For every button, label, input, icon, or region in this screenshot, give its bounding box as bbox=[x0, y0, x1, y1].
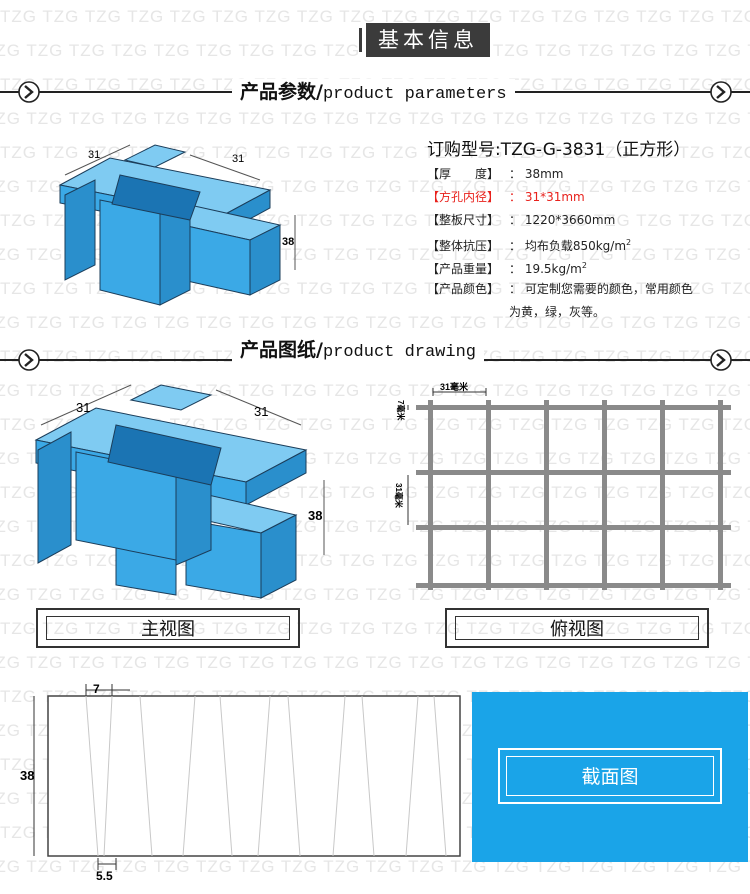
caption-top-view-text: 俯视图 bbox=[455, 616, 699, 640]
param-value: ： 1220*3660mm bbox=[509, 213, 616, 227]
caption-front-view: 主视图 bbox=[36, 608, 300, 648]
param-label: 【厚 度】 bbox=[427, 167, 500, 181]
grating-top-view-grid: 31毫米 7毫米 31毫米 bbox=[394, 381, 731, 590]
caption-top-view: 俯视图 bbox=[445, 608, 709, 648]
chevron-right-icon bbox=[18, 349, 40, 371]
section-divider-parameters bbox=[0, 81, 750, 103]
caption-front-view-text: 主视图 bbox=[46, 616, 290, 640]
param-value: ： 可定制您需要的颜色，常用颜色 bbox=[509, 282, 693, 296]
dim-width-right: 31 bbox=[254, 404, 268, 419]
param-label: 【产品重量】 bbox=[427, 262, 500, 276]
dim-width-left: 31 bbox=[76, 400, 90, 415]
order-model: 订购型号:TZG-G-3831（正方形） bbox=[427, 140, 691, 160]
section-view-panel: 截面图 bbox=[472, 692, 748, 862]
param-value: ： 38mm bbox=[509, 167, 564, 181]
caption-section-view-text: 截面图 bbox=[506, 756, 714, 796]
section-title-cn: 产品图纸/ bbox=[240, 339, 323, 361]
dim-height: 38 bbox=[282, 236, 294, 248]
param-unit-superscript: 2 bbox=[581, 261, 587, 270]
param-value: ： 31*31mm bbox=[509, 190, 585, 204]
topview-width-label: 31毫米 bbox=[440, 381, 469, 392]
section-bottom-dim: 5.5 bbox=[96, 869, 113, 883]
chevron-right-icon bbox=[710, 349, 732, 371]
section-title-drawing: 产品图纸/product drawing bbox=[232, 337, 484, 366]
page-title: 基本信息 bbox=[366, 23, 490, 57]
param-unit-superscript: 2 bbox=[626, 238, 632, 247]
chevron-right-icon bbox=[710, 81, 732, 103]
topview-bar-label: 7毫米 bbox=[396, 400, 406, 421]
title-accent-bar bbox=[359, 28, 362, 52]
param-row: 【整体抗压】 ： 均布负载850kg/m2 bbox=[427, 233, 631, 253]
param-row: 【厚 度】 ： 38mm bbox=[427, 164, 563, 184]
param-value: ： 均布负载850kg/m bbox=[509, 239, 627, 253]
chevron-right-icon bbox=[18, 81, 40, 103]
section-top-dim: 7 bbox=[93, 682, 100, 696]
caption-section-view: 截面图 bbox=[498, 748, 722, 804]
param-value: 为黄，绿，灰等。 bbox=[509, 305, 606, 319]
section-view-drawing: 7 38 5.5 bbox=[20, 682, 461, 883]
section-title-en: product parameters bbox=[322, 85, 507, 104]
param-label: 【整体抗压】 bbox=[427, 239, 500, 253]
param-label: 【整板尺寸】 bbox=[427, 213, 500, 227]
dim-height: 38 bbox=[308, 508, 322, 523]
grating-3d-image-small: 31 31 38 bbox=[58, 144, 296, 306]
param-label: 【方孔内径】 bbox=[427, 190, 500, 204]
grating-3d-image-front: 31 31 38 bbox=[34, 384, 325, 599]
section-title-cn: 产品参数/ bbox=[240, 81, 323, 103]
topview-hole-label: 31毫米 bbox=[394, 483, 404, 509]
param-row: 【方孔内径】 ： 31*31mm bbox=[427, 187, 585, 207]
section-title-en: product drawing bbox=[322, 343, 476, 362]
section-height-dim: 38 bbox=[20, 768, 34, 783]
param-row: 为黄，绿，灰等。 bbox=[427, 302, 605, 322]
param-row: 【整板尺寸】 ： 1220*3660mm bbox=[427, 210, 615, 230]
dim-width-right: 31 bbox=[232, 153, 244, 165]
param-value: ： 19.5kg/m bbox=[509, 262, 582, 276]
dim-width-left: 31 bbox=[88, 149, 100, 161]
param-row: 【产品颜色】 ： 可定制您需要的颜色，常用颜色 bbox=[427, 279, 693, 299]
param-label: 【产品颜色】 bbox=[427, 282, 500, 296]
param-row: 【产品重量】 ： 19.5kg/m2 bbox=[427, 256, 587, 276]
section-title-parameters: 产品参数/product parameters bbox=[232, 79, 515, 108]
